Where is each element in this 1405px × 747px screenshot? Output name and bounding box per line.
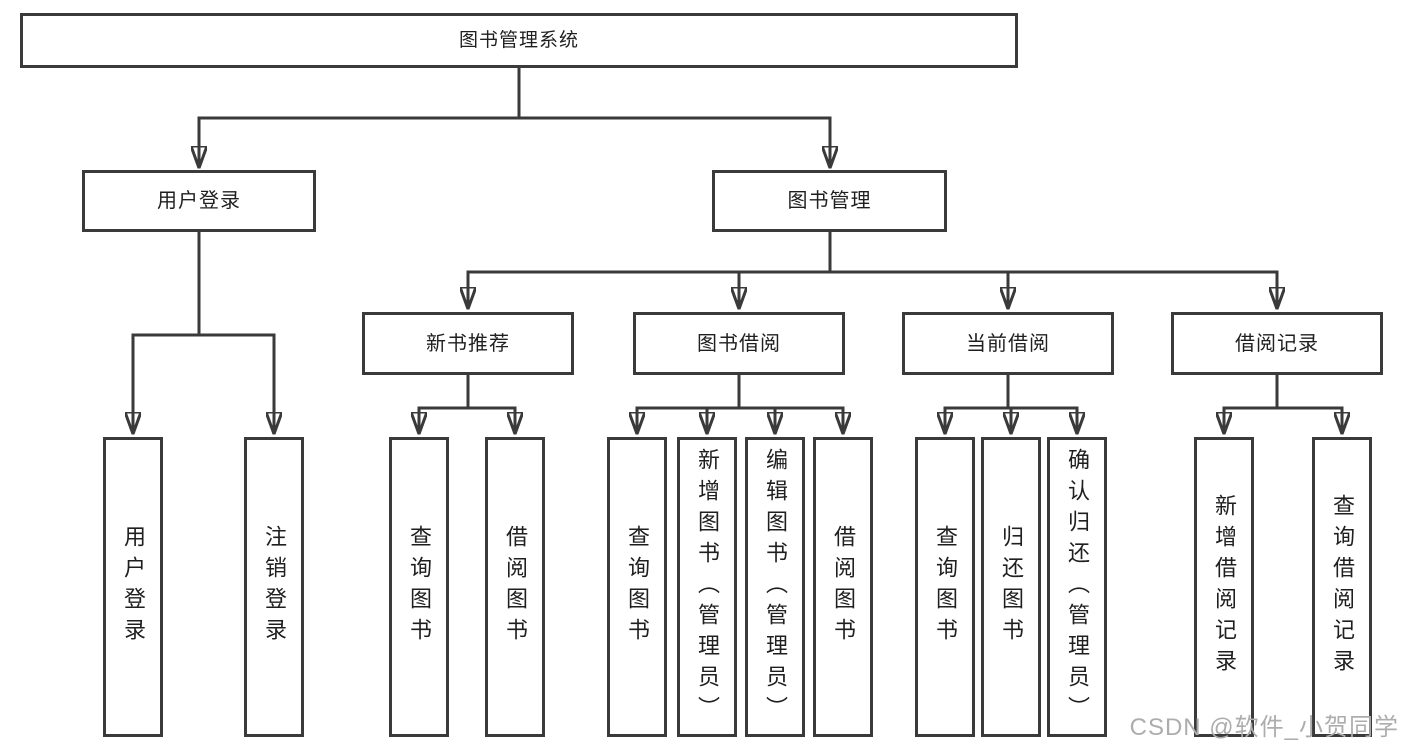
connector-root-bus	[197, 66, 832, 120]
node-new-book-recommendation: 新书推荐	[362, 312, 574, 375]
leaf-search-borrow-record: 查询借阅记录	[1312, 437, 1372, 737]
node-label: 借阅记录	[1235, 332, 1319, 355]
connector-user-login-bus	[131, 230, 276, 337]
leaf-logout: 注销登录	[244, 437, 304, 737]
node-borrowing-records: 借阅记录	[1171, 312, 1383, 375]
leaf-label: 新增图书（管理员）	[695, 447, 720, 727]
leaf-label: 用户登录	[121, 525, 146, 649]
connector-borrowing-records-bus	[1222, 373, 1344, 410]
leaf-label: 查询图书	[933, 525, 958, 649]
leaf-label: 新增借阅记录	[1212, 494, 1237, 680]
leaf-borrow-books-2: 借阅图书	[813, 437, 873, 737]
leaf-search-books-1: 查询图书	[389, 437, 449, 737]
leaf-label: 注销登录	[262, 525, 287, 649]
leaf-label: 确认归还（管理员）	[1065, 447, 1090, 727]
leaf-search-books-3: 查询图书	[915, 437, 975, 737]
leaf-search-books-2: 查询图书	[607, 437, 667, 737]
leaf-label: 查询借阅记录	[1330, 494, 1355, 680]
leaf-borrow-books-1: 借阅图书	[485, 437, 545, 737]
leaf-label: 借阅图书	[503, 525, 528, 649]
leaf-add-books-admin: 新增图书（管理员）	[677, 437, 737, 737]
connector-book-borrowing-bus	[635, 373, 845, 410]
connector-current-borrowing-bus	[943, 373, 1079, 410]
leaf-return-books: 归还图书	[981, 437, 1041, 737]
node-user-login: 用户登录	[82, 170, 316, 232]
node-current-borrowing: 当前借阅	[902, 312, 1114, 375]
leaf-edit-books-admin: 编辑图书（管理员）	[745, 437, 805, 737]
node-library-management-system: 图书管理系统	[20, 13, 1018, 68]
node-book-management: 图书管理	[712, 170, 947, 232]
leaf-confirm-return-admin: 确认归还（管理员）	[1047, 437, 1107, 737]
connector-book-management-bus	[466, 230, 1279, 274]
node-label: 图书管理系统	[458, 30, 579, 51]
node-label: 当前借阅	[966, 332, 1050, 355]
leaf-label: 借阅图书	[831, 525, 856, 649]
node-label: 用户登录	[157, 190, 241, 212]
connector-new-book-bus	[417, 373, 517, 410]
watermark-text: CSDN @软件_小贺同学	[1129, 714, 1399, 741]
leaf-label: 编辑图书（管理员）	[763, 447, 788, 727]
leaf-label: 查询图书	[407, 525, 432, 649]
leaf-user-login: 用户登录	[103, 437, 163, 737]
leaf-add-borrow-record: 新增借阅记录	[1194, 437, 1254, 737]
leaf-label: 归还图书	[999, 525, 1024, 649]
node-label: 图书管理	[787, 190, 872, 212]
leaf-label: 查询图书	[625, 525, 650, 649]
node-book-borrowing: 图书借阅	[633, 312, 845, 375]
node-label: 图书借阅	[697, 332, 781, 355]
node-label: 新书推荐	[426, 332, 510, 355]
